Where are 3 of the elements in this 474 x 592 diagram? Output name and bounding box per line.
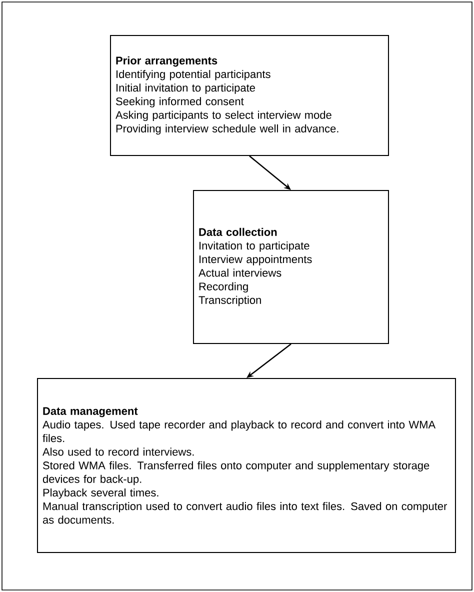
process-box: Data collection Invitation to participate Interview appointments Actual interviews Recording Transcription bbox=[193, 190, 389, 344]
process-box: Data management Audio tapes. Used tape recorder and playback to record and convert into WMA files. Also used to record interviews. Stored WMA files. Transferred files onto computer and supplementary storage devices for back-up. Playback several times. Manual transcription used to convert audio files into text files. Saved on computer as documents. bbox=[37, 378, 456, 553]
process-box: Prior arrangements Identifying potential participants Initial invitation to participate Seeking informed consent Asking participants to select interview mode Providing interview schedule well in advance. bbox=[110, 35, 389, 156]
